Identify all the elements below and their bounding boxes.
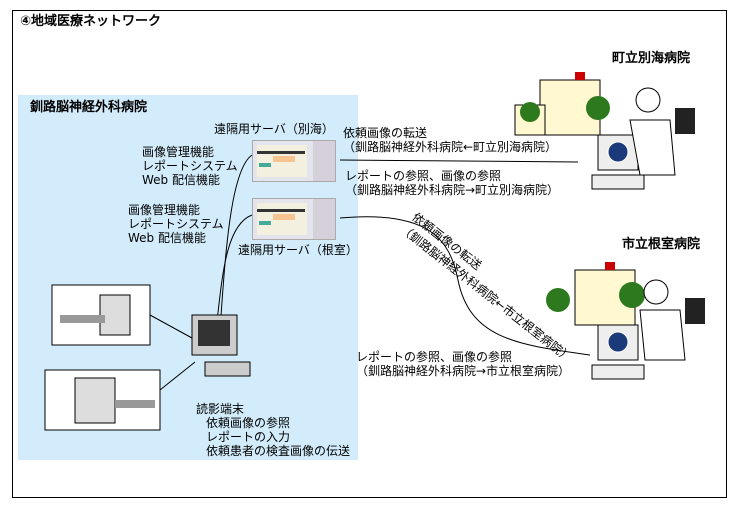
line-device2 [159,361,196,391]
terminal-label: 読影端末 [196,402,245,416]
feature: 依頼画像の参照 [206,416,291,430]
feature: レポートの入力 [206,430,291,444]
hospital-building-icon [546,262,645,326]
feature: 画像管理機能 [142,145,215,159]
flow-label: （釧路脳神経外科病院→町立別海病院） [345,183,560,197]
flow-label: （釧路脳神経外科病院→市立根室病院） [356,364,571,378]
flow-label: レポートの参照、画像の参照 [356,350,513,364]
reading-terminal-icon [191,314,251,377]
doctor-computer-icon [591,279,705,380]
line-terminal-server-betsukai [219,154,253,331]
hospital-betsukai-name: 町立別海病院 [612,51,691,66]
hospital-nemuro-name: 市立根室病院 [622,237,701,252]
feature: レポートシステム [128,217,224,231]
feature: レポートシステム [142,159,238,173]
server-betsukai-icon [252,140,336,182]
feature: Web 配信機能 [142,173,220,187]
flow-label: レポートの参照、画像の参照 [345,169,502,183]
feature: 画像管理機能 [128,203,201,217]
line-nemuro [339,216,591,356]
imaging-device-icon [51,284,151,346]
line-betsukai [339,159,579,163]
line-terminal-server-nemuro [215,214,253,331]
doctor-computer-icon [591,87,695,190]
feature: Web 配信機能 [128,231,206,245]
line-device1 [149,314,193,339]
panel-title: 釧路脳神経外科病院 [30,100,148,115]
flow-label: （釧路脳神経外科病院←町立別海病院） [343,140,558,154]
diagram-title: ④地域医療ネットワーク [20,14,162,29]
feature: 依頼患者の検査画像の伝送 [206,444,351,458]
server-nemuro-icon [252,198,336,240]
server-nemuro-label: 遠隔用サーバ（根室） [238,243,358,257]
flow-label: 依頼画像の転送 [343,126,428,140]
frame [12,10,727,498]
server-betsukai-label: 遠隔用サーバ（別海） [214,122,334,136]
hospital-building-icon [514,72,610,136]
imaging-device-icon [44,369,161,431]
